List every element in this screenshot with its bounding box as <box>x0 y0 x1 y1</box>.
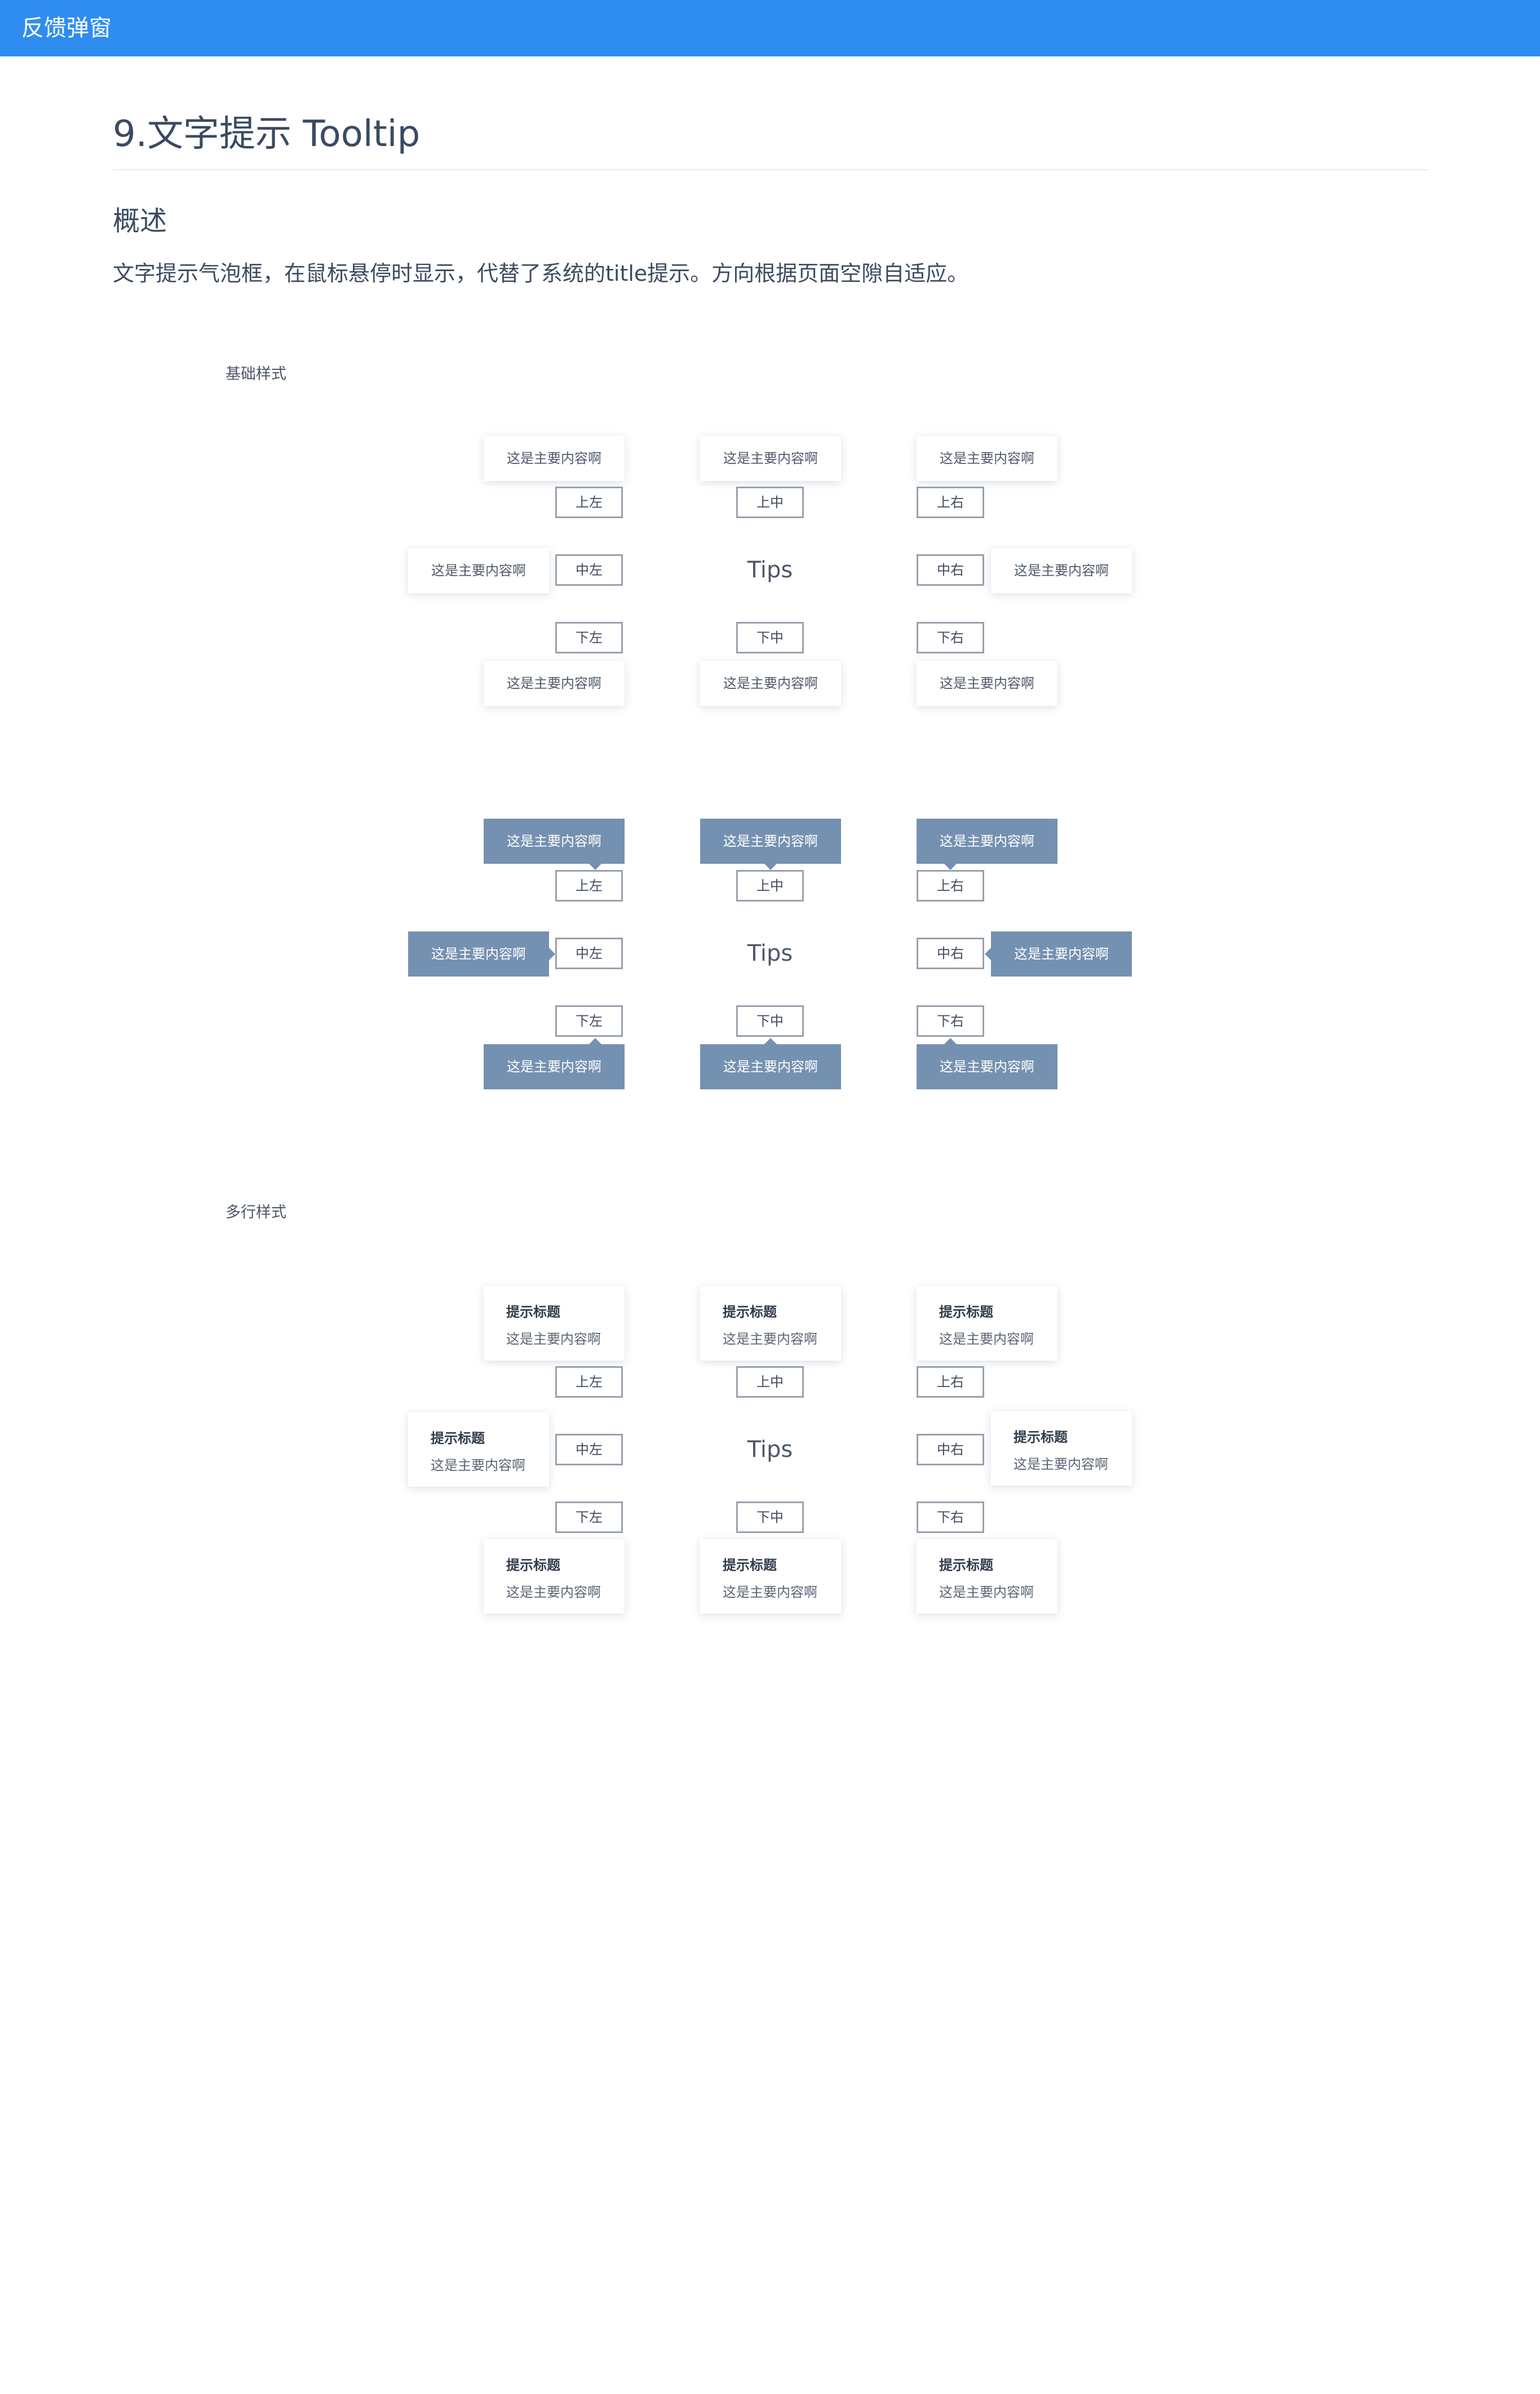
button-bottom-center[interactable]: 下中 <box>736 622 804 653</box>
tooltip-title: 提示标题 <box>939 1557 993 1573</box>
title-divider <box>113 169 1428 170</box>
dark-tooltip-text: 这是主要内容啊 <box>431 946 526 962</box>
button-middle-left[interactable]: 中左 <box>555 554 623 586</box>
tooltip-body: 这是主要内容啊 <box>431 1457 525 1473</box>
dark-tooltip-text: 这是主要内容啊 <box>1014 946 1109 962</box>
multiline-tooltip-middle-left: 提示标题 这是主要内容啊 <box>408 1412 549 1487</box>
tooltip-body: 这是主要内容啊 <box>939 1584 1034 1600</box>
dark-tooltip-text: 这是主要内容啊 <box>940 1059 1034 1075</box>
tooltip-body: 这是主要内容啊 <box>723 1331 817 1347</box>
page-title: 9.文字提示 Tooltip <box>113 113 421 155</box>
tooltip-middle-right: 这是主要内容啊 <box>991 548 1132 593</box>
multiline-tooltip-middle-right: 提示标题 这是主要内容啊 <box>991 1411 1132 1486</box>
tooltip-arrow <box>764 864 777 870</box>
button-top-left[interactable]: 上左 <box>555 487 623 518</box>
dark-tooltip-text: 这是主要内容啊 <box>507 833 601 849</box>
button-top-center[interactable]: 上中 <box>736 1366 804 1398</box>
button-top-right[interactable]: 上右 <box>917 487 984 518</box>
tooltip-arrow <box>944 864 957 870</box>
button-bottom-left[interactable]: 下左 <box>555 1005 623 1037</box>
button-top-center[interactable]: 上中 <box>736 870 804 902</box>
tooltip-body: 这是主要内容啊 <box>1014 1456 1108 1472</box>
tips-center-label: Tips <box>747 940 793 966</box>
button-bottom-left[interactable]: 下左 <box>555 622 623 653</box>
dark-tooltip-bottom-center: 这是主要内容啊 <box>700 1038 841 1089</box>
dark-tooltip-top-left: 这是主要内容啊 <box>484 819 625 870</box>
multiline-tooltip-top-left: 提示标题 这是主要内容啊 <box>484 1286 625 1361</box>
multiline-tooltip-bottom-center: 提示标题 这是主要内容啊 <box>700 1539 841 1614</box>
multiline-tooltip-bottom-right: 提示标题 这是主要内容啊 <box>917 1539 1057 1614</box>
tooltip-arrow <box>589 864 601 870</box>
button-middle-left[interactable]: 中左 <box>555 1434 623 1465</box>
multiline-tooltip-top-right: 提示标题 这是主要内容啊 <box>917 1286 1057 1361</box>
dark-tooltip-text: 这是主要内容啊 <box>723 1059 818 1075</box>
button-middle-right[interactable]: 中右 <box>917 1434 984 1465</box>
tooltip-body: 这是主要内容啊 <box>939 1331 1034 1347</box>
tooltip-top-left: 这是主要内容啊 <box>484 436 625 481</box>
top-bar-title: 反馈弹窗 <box>21 15 112 41</box>
button-bottom-left[interactable]: 下左 <box>555 1501 623 1533</box>
tooltip-title: 提示标题 <box>723 1557 777 1573</box>
dark-tooltip-text: 这是主要内容啊 <box>723 833 818 849</box>
tooltip-title: 提示标题 <box>506 1557 560 1573</box>
section-label-multiline: 多行样式 <box>225 1204 286 1221</box>
overview-description: 文字提示气泡框，在鼠标悬停时显示，代替了系统的title提示。方向根据页面空隙自… <box>113 261 969 286</box>
multiline-tooltip-bottom-left: 提示标题 这是主要内容啊 <box>484 1539 625 1614</box>
top-bar: 反馈弹窗 <box>0 0 1540 56</box>
dark-tooltip-bottom-right: 这是主要内容啊 <box>917 1038 1057 1089</box>
tooltip-bottom-center: 这是主要内容啊 <box>700 661 841 706</box>
dark-tooltip-text: 这是主要内容啊 <box>507 1059 601 1075</box>
tooltip-title: 提示标题 <box>723 1304 777 1320</box>
tooltip-bottom-left: 这是主要内容啊 <box>484 661 625 706</box>
button-bottom-center[interactable]: 下中 <box>736 1005 804 1037</box>
button-bottom-right[interactable]: 下右 <box>917 1501 984 1533</box>
dark-tooltip-text: 这是主要内容啊 <box>940 833 1034 849</box>
button-middle-right[interactable]: 中右 <box>917 938 984 969</box>
dark-tooltip-bottom-left: 这是主要内容啊 <box>484 1038 625 1089</box>
dark-tooltip-middle-right: 这是主要内容啊 <box>985 931 1132 977</box>
button-top-right[interactable]: 上右 <box>917 870 984 902</box>
tooltip-title: 提示标题 <box>939 1304 993 1320</box>
tooltip-body: 这是主要内容啊 <box>506 1584 601 1600</box>
tooltip-top-center: 这是主要内容啊 <box>700 436 841 481</box>
tooltip-arrow <box>985 948 991 960</box>
tooltip-title: 提示标题 <box>1014 1429 1068 1445</box>
button-top-center[interactable]: 上中 <box>736 487 804 518</box>
tooltip-body: 这是主要内容啊 <box>723 1584 817 1600</box>
button-middle-right[interactable]: 中右 <box>917 554 984 586</box>
tooltip-bottom-right: 这是主要内容啊 <box>917 661 1057 706</box>
overview-heading: 概述 <box>113 205 167 237</box>
button-bottom-right[interactable]: 下右 <box>917 1005 984 1037</box>
button-top-right[interactable]: 上右 <box>917 1366 984 1398</box>
tooltip-middle-left: 这是主要内容啊 <box>408 548 549 593</box>
tips-center-label: Tips <box>747 557 793 583</box>
dark-tooltip-top-center: 这是主要内容啊 <box>700 819 841 870</box>
button-top-left[interactable]: 上左 <box>555 1366 623 1398</box>
tooltip-top-right: 这是主要内容啊 <box>917 436 1057 481</box>
tooltip-arrow <box>944 1038 957 1044</box>
dark-tooltip-middle-left: 这是主要内容啊 <box>408 931 555 977</box>
tooltip-body: 这是主要内容啊 <box>506 1331 601 1347</box>
tooltip-title: 提示标题 <box>506 1304 560 1320</box>
multiline-tooltip-top-center: 提示标题 这是主要内容啊 <box>700 1286 841 1361</box>
tooltip-title: 提示标题 <box>431 1430 485 1446</box>
tips-center-label: Tips <box>747 1437 793 1463</box>
tooltip-arrow <box>764 1038 777 1044</box>
tooltip-arrow <box>549 948 555 960</box>
button-middle-left[interactable]: 中左 <box>555 938 623 969</box>
button-bottom-right[interactable]: 下右 <box>917 622 984 653</box>
section-label-basic: 基础样式 <box>225 365 286 383</box>
button-bottom-center[interactable]: 下中 <box>736 1501 804 1533</box>
dark-tooltip-top-right: 这是主要内容啊 <box>917 819 1057 870</box>
tooltip-arrow <box>589 1038 601 1044</box>
button-top-left[interactable]: 上左 <box>555 870 623 902</box>
